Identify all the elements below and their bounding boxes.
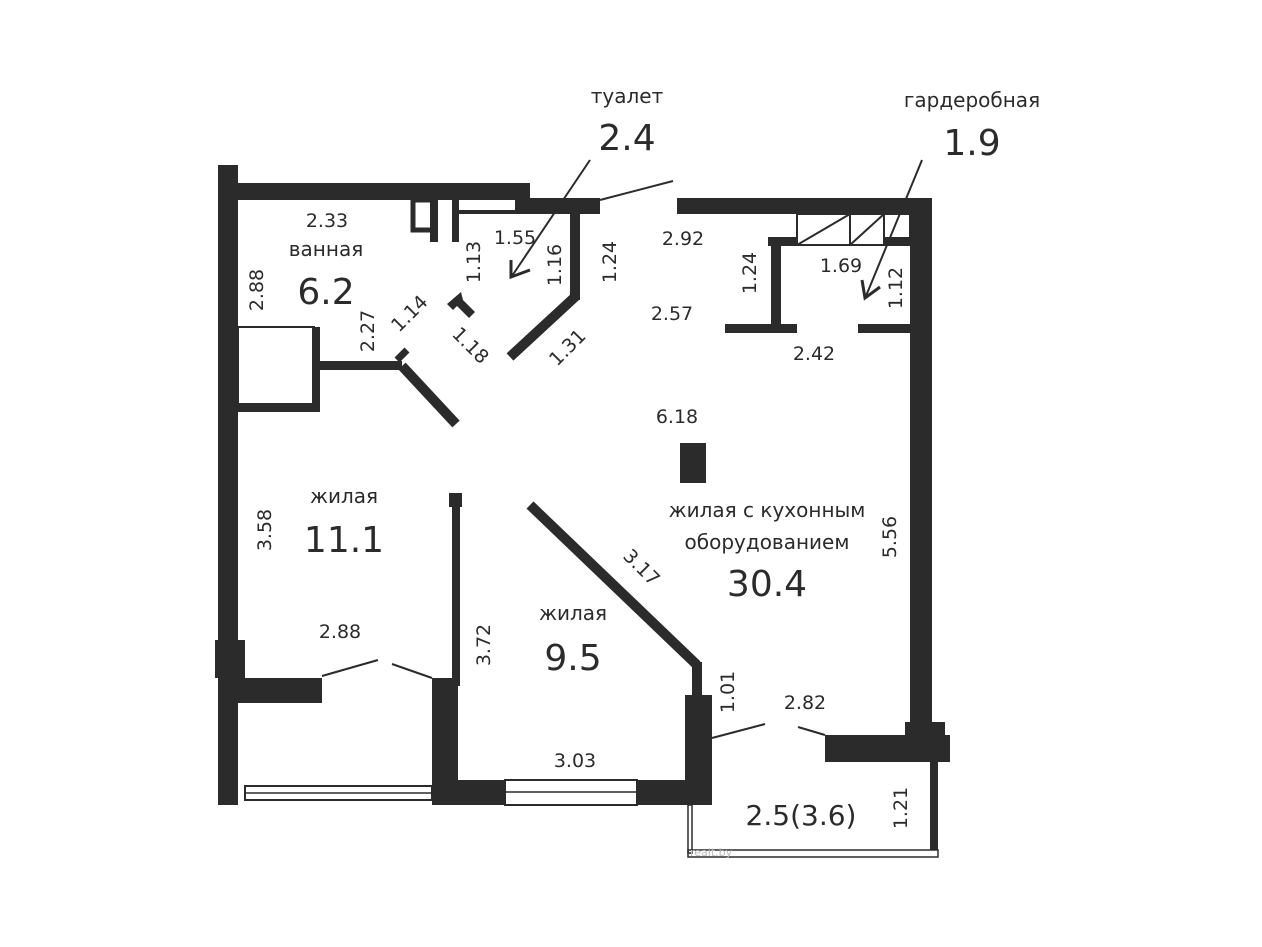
shelf-line [849, 213, 885, 246]
wall-living-partition [452, 496, 460, 686]
door-swing-entrance [599, 180, 674, 201]
dimension-label: 1.18 [448, 323, 493, 368]
dimension-label: 1.31 [545, 325, 590, 370]
bath-tub [237, 326, 315, 406]
dimension-label: 6.18 [656, 406, 698, 428]
kitchen-living-label-2: оборудованием [685, 530, 850, 554]
wall-bath-diagonal [398, 362, 460, 428]
wall-living1-right-pier [432, 678, 458, 805]
dimension-label: 1.21 [890, 787, 912, 829]
door-stop [394, 347, 410, 363]
wall-toilet-shelf [458, 210, 516, 214]
dimension-label: 1.24 [739, 252, 761, 294]
dimension-label: 2.82 [784, 692, 826, 714]
dimension-label: 1.12 [885, 267, 907, 309]
dimension-label: 3.17 [619, 545, 664, 590]
wall-balcony-right [930, 762, 938, 850]
wardrobe-pointer-arrowhead [860, 279, 881, 301]
dimension-label: 1.01 [717, 671, 739, 713]
living2-label: жилая [539, 601, 607, 625]
door-swing-living1-right [391, 663, 433, 679]
wall-partition-cap [449, 493, 462, 507]
wardrobe-label: гардеробная [904, 88, 1040, 112]
dimension-label: 1.55 [494, 227, 536, 249]
wall-bath-partition [430, 200, 438, 242]
dimension-label: 2.33 [306, 210, 348, 232]
wall-top-right [677, 198, 932, 214]
wall-balcony-pier [685, 695, 712, 805]
wall-toilet-partition [452, 200, 459, 242]
toilet-label: туалет [591, 84, 664, 108]
wall-bath-bottom [238, 403, 320, 412]
wall-left [218, 165, 238, 805]
wall-wardrobe-bottom-left [725, 324, 797, 333]
wall-corner [905, 722, 945, 742]
door-swing-living1-left [321, 659, 379, 677]
wall-wardrobe-left [771, 237, 781, 331]
shelf-line [796, 213, 851, 246]
wall-bath-inner [312, 327, 320, 412]
toilet-pointer-arrowhead [509, 260, 531, 280]
dimension-label: 3.72 [473, 624, 495, 666]
dimension-label: 5.56 [879, 516, 901, 558]
dimension-label: 2.27 [357, 310, 379, 352]
dimension-label: 2.57 [651, 303, 693, 325]
living2-area: 9.5 [544, 638, 601, 679]
bathroom-area: 6.2 [297, 272, 354, 313]
dimension-label: 2.88 [319, 621, 361, 643]
wall-living1-bottom [238, 678, 322, 703]
wardrobe-area: 1.9 [943, 123, 1000, 164]
bathroom-label: ванная [289, 237, 363, 261]
wall-top-left [218, 183, 530, 200]
wall-living2-right [692, 662, 702, 697]
dimension-label: 1.13 [463, 241, 485, 283]
dimension-label: 1.24 [599, 241, 621, 283]
dimension-label: 2.42 [793, 343, 835, 365]
living1-area: 11.1 [304, 520, 384, 561]
kitchen-living-label-1: жилая с кухонным [669, 498, 866, 522]
dimension-label: 1.14 [387, 291, 432, 336]
wall-bath-lower [320, 361, 402, 370]
wall-wardrobe-top-right [884, 237, 910, 245]
wall-right [910, 198, 932, 735]
wall-toilet-right [570, 214, 580, 300]
wardrobe-pointer [865, 159, 923, 297]
watermark: realt.by [690, 846, 733, 859]
wardrobe-shelving [796, 213, 911, 246]
kitchen-living-area: 30.4 [727, 564, 807, 605]
balcony-left-rail [687, 804, 693, 854]
balcony-rail [687, 849, 939, 858]
wall-wardrobe-top [768, 237, 798, 246]
wall-wardrobe-bottom-right [858, 324, 910, 333]
dimension-label: 3.03 [554, 750, 596, 772]
wall-left-pier [215, 640, 245, 678]
wall-top-mid [515, 198, 600, 214]
wall-toilet-diagonal [506, 292, 580, 361]
dimension-label: 3.58 [254, 509, 276, 551]
dimension-label: 1.16 [544, 244, 566, 286]
toilet-area: 2.4 [598, 118, 655, 159]
arrow-icon [447, 292, 475, 318]
door-swing-balcony-left [711, 723, 766, 739]
living1-label: жилая [310, 484, 378, 508]
column [680, 443, 706, 483]
dimension-label: 1.69 [820, 255, 862, 277]
balcony-area: 2.5(3.6) [746, 799, 857, 832]
door-swing-balcony-right [797, 726, 826, 736]
wall-living2-bottom-left [458, 780, 505, 805]
dimension-label: 2.88 [246, 269, 268, 311]
dimension-label: 2.92 [662, 228, 704, 250]
toilet-pointer [511, 159, 591, 277]
wall-living2-diagonal [526, 501, 701, 669]
